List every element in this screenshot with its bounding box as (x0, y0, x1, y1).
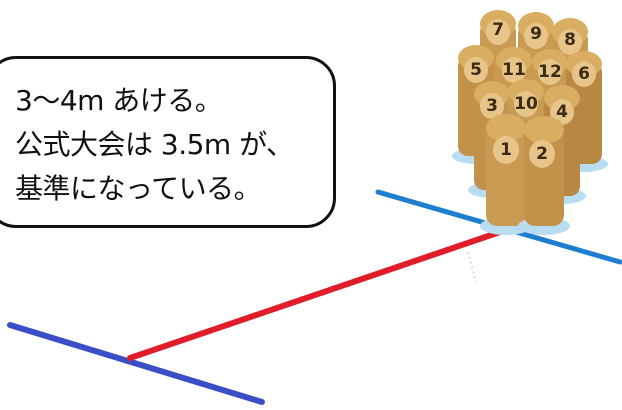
ground-mark (467, 251, 477, 283)
pin-number-4: 4 (556, 102, 568, 122)
callout-line-3: 基準になっている。 (15, 172, 262, 205)
pin-number-1: 1 (500, 140, 512, 160)
callout-line-2: 公式大会は 3.5m が、 (15, 128, 294, 161)
pin-number-2: 2 (536, 144, 548, 164)
distance-line (127, 229, 503, 361)
pin-number-7: 7 (492, 20, 504, 40)
pin-group: 7 9 8 5 11 (452, 10, 608, 235)
pin-number-6: 6 (578, 64, 590, 84)
pin-2: 2 (518, 116, 570, 235)
throw-line (7, 322, 265, 405)
pin-number-8: 8 (564, 30, 576, 50)
pin-number-10: 10 (514, 94, 538, 114)
pin-number-12: 12 (538, 62, 562, 82)
pin-number-11: 11 (502, 60, 526, 80)
pin-1: 1 (480, 114, 532, 235)
callout-line-1: 3〜4m あける。 (15, 84, 223, 117)
pin-number-9: 9 (530, 24, 542, 44)
pin-number-5: 5 (470, 60, 482, 80)
pin-number-3: 3 (486, 96, 498, 116)
distance-callout: 3〜4m あける。 公式大会は 3.5m が、 基準になっている。 (0, 56, 336, 228)
